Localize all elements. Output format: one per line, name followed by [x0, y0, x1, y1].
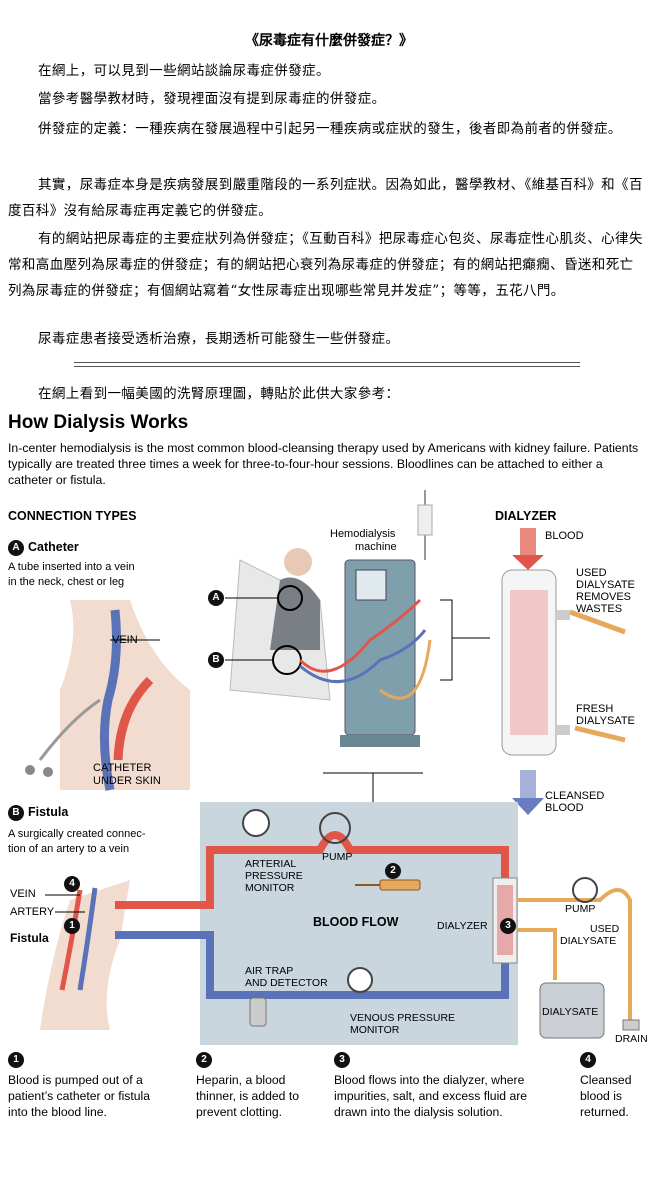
dialyzer-heading: DIALYZER	[495, 509, 557, 523]
badge-4-arm: 4	[64, 876, 80, 892]
step-2-line-3: prevent clotting.	[196, 1105, 283, 1119]
step-4-line-2: blood is	[580, 1089, 623, 1103]
badge-3: 3	[500, 918, 516, 934]
fistula-vein-label: VEIN	[10, 888, 36, 900]
fistula-illustration	[40, 880, 130, 1030]
step-1-badge: 1	[8, 1052, 24, 1068]
paragraph-5: 有的網站把尿毒症的主要症狀列為併發症；《互動百科》把尿毒症心包炎、尿毒症性心肌炎…	[8, 231, 643, 299]
paragraph-7: 在網上看到一幅美國的洗腎原理圖，轉貼於此供大家參考：	[38, 386, 400, 402]
catheter-under-skin-1: CATHETER	[93, 762, 152, 774]
step-2-line-1: Heparin, a blood	[196, 1073, 286, 1087]
article-title: 《尿毒症有什麼併發症？》	[245, 33, 413, 49]
dialyzer-used-1: USED	[576, 567, 607, 579]
step-3-line-3: drawn into the dialysis solution.	[334, 1105, 503, 1119]
venous-2: MONITOR	[350, 1024, 400, 1036]
badge-b-machine: B	[208, 652, 224, 668]
dialyzer-cleansed-2: BLOOD	[545, 802, 584, 814]
step-1-line-2: patient’s catheter or fistula	[8, 1089, 151, 1103]
divider	[74, 362, 580, 367]
dialyzer-illustration	[501, 528, 626, 815]
blood-circuit	[115, 809, 640, 1039]
badge-a: A	[8, 540, 24, 556]
dialyzer-used-4: WASTES	[576, 603, 623, 615]
catheter-illustration	[25, 600, 190, 791]
step-4-line-3: returned.	[580, 1105, 629, 1119]
pump-label: PUMP	[322, 851, 353, 863]
dialyzer-fresh-2: DIALYSATE	[576, 715, 635, 727]
infographic-intro: In-center hemodialysis is the most commo…	[8, 441, 639, 487]
airtrap-2: AND DETECTOR	[245, 977, 328, 989]
step-3-line-2: impurities, salt, and excess fluid are	[334, 1089, 528, 1103]
arterial-3: MONITOR	[245, 882, 295, 894]
dialyzer-fresh-1: FRESH	[576, 703, 614, 715]
paragraph-2: 當參考醫學教材時，發現裡面沒有提到尿毒症的併發症。	[38, 91, 386, 107]
arterial-1: ARTERIAL	[245, 858, 297, 870]
step-2-badge: 2	[196, 1052, 212, 1068]
dialyzer-cleansed-1: CLEANSED	[545, 790, 605, 802]
flow-used-2: DIALYSATE	[560, 935, 617, 947]
venous-1: VENOUS PRESSURE	[350, 1012, 456, 1024]
paragraph-4: 其實，尿毒症本身是疾病發展到嚴重階段的一系列症狀。因為如此，醫學教材、《維基百科…	[8, 177, 643, 219]
machine-label-1: Hemodialysis	[330, 528, 396, 540]
flow-used-1: USED	[590, 923, 620, 935]
paragraph-3: 併發症的定義：一種疾病在發展過程中引起另一種疾病或症狀的發生，後者即為前者的併發…	[38, 121, 622, 137]
pump2-label: PUMP	[565, 903, 596, 915]
connection-types-heading: CONNECTION TYPES	[8, 509, 137, 523]
fistula-label: Fistula	[10, 931, 49, 945]
badge-2: 2	[385, 863, 401, 879]
step-1-line-3: into the blood line.	[8, 1105, 107, 1119]
catheter-vein-label: VEIN	[112, 634, 138, 646]
paragraph-6: 尿毒症患者接受透析治療，長期透析可能發生一些併發症。	[38, 331, 400, 347]
machine-illustration	[225, 490, 490, 810]
fistula-desc-2: tion of an artery to a vein	[8, 843, 130, 855]
paragraph-1: 在網上，可以見到一些網站談論尿毒症併發症。	[38, 63, 330, 79]
blood-flow-label: BLOOD FLOW	[313, 915, 399, 929]
badge-b: B	[8, 805, 24, 821]
drain-label: DRAIN	[615, 1033, 648, 1045]
machine-label-2: machine	[355, 541, 397, 553]
step-3-line-1: Blood flows into the dialyzer, where	[334, 1073, 525, 1087]
fistula-artery-label: ARTERY	[10, 906, 55, 918]
dialysate-tank-label: DIALYSATE	[542, 1006, 599, 1018]
dialyzer-used-3: REMOVES	[576, 591, 632, 603]
catheter-under-skin-2: UNDER SKIN	[93, 775, 161, 787]
badge-a-machine: A	[208, 590, 224, 606]
step-3: Blood flows into the dialyzer, where imp…	[334, 1072, 527, 1120]
badge-1-arm: 1	[64, 918, 80, 934]
step-4-badge: 4	[580, 1052, 596, 1068]
dialyzer-flow-label: DIALYZER	[437, 920, 488, 932]
dialyzer-used-2: DIALYSATE	[576, 579, 635, 591]
step-2: Heparin, a blood thinner, is added to pr…	[196, 1072, 299, 1120]
step-2-line-2: thinner, is added to	[196, 1089, 299, 1103]
fistula-desc-1: A surgically created connec-	[8, 828, 146, 840]
fistula-title: Fistula	[28, 805, 69, 819]
arterial-2: PRESSURE	[245, 870, 303, 882]
step-1: Blood is pumped out of a patient’s cathe…	[8, 1072, 150, 1120]
step-4: Cleansed blood is returned.	[580, 1072, 632, 1120]
airtrap-1: AIR TRAP	[245, 965, 294, 977]
catheter-desc-2: in the neck, chest or leg	[8, 576, 125, 588]
step-3-badge: 3	[334, 1052, 350, 1068]
dialyzer-blood-label: BLOOD	[545, 530, 584, 542]
step-4-line-1: Cleansed	[580, 1073, 632, 1087]
infographic-title: How Dialysis Works	[8, 412, 189, 433]
catheter-desc-1: A tube inserted into a vein	[8, 561, 135, 573]
catheter-title: Catheter	[28, 540, 79, 554]
step-1-line-1: Blood is pumped out of a	[8, 1073, 143, 1087]
